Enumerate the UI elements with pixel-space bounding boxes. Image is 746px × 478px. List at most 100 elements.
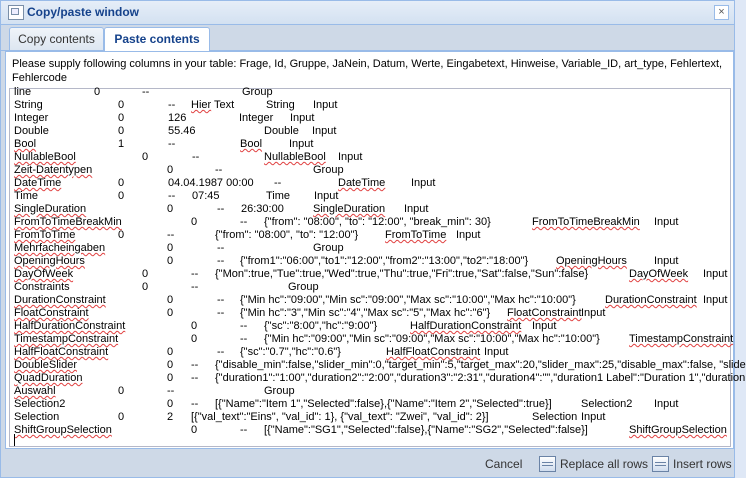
paste-cell: DurationConstraint — [605, 294, 697, 306]
paste-cell: OpeningHours — [14, 255, 85, 267]
paste-cell: Group — [242, 86, 273, 98]
paste-cell: 0 — [167, 346, 174, 358]
paste-cell: Bool — [14, 138, 37, 150]
paste-cell: 0 — [118, 112, 125, 124]
paste-cell: Input — [312, 125, 337, 137]
paste-cell: Integer — [14, 112, 49, 124]
paste-cell: Input — [581, 307, 606, 319]
paste-cell: 0 — [167, 398, 174, 410]
table-replace-icon — [539, 456, 556, 472]
paste-cell: Selection — [14, 411, 60, 423]
paste-cell: 0 — [94, 86, 101, 98]
replace-label: Replace all rows — [560, 457, 649, 471]
window-title: Copy/paste window — [27, 5, 140, 19]
paste-cell: Selection — [532, 411, 578, 423]
paste-cell: FloatConstraint — [14, 307, 89, 319]
paste-cell: 26:30:00 — [241, 203, 284, 215]
paste-cell: {"from": "08:00", "to": "12:00", "break_… — [264, 216, 491, 228]
paste-cell: 04.04.1987 00:00 — [168, 177, 254, 189]
paste-cell: HalfFloatConstraint — [14, 346, 109, 358]
text-caret — [14, 434, 15, 446]
paste-cell: -- — [240, 333, 248, 345]
paste-cell: 0 — [142, 268, 149, 280]
window-icon — [8, 5, 24, 20]
paste-cell: -- — [168, 99, 176, 111]
paste-cell: Double — [14, 125, 49, 137]
paste-cell: -- — [215, 164, 223, 176]
paste-cell: {"disable_min":false,"slider_min":0,"tar… — [215, 359, 746, 371]
paste-cell: FromToTimeBreakMin — [14, 216, 122, 228]
cancel-label: Cancel — [485, 457, 523, 471]
paste-cell: FromToTimeBreakMin — [532, 216, 640, 228]
paste-cell: -- — [217, 294, 225, 306]
paste-cell: Input — [484, 346, 509, 358]
paste-cell: Bool — [240, 138, 263, 150]
tab-copy-contents[interactable]: Copy contents — [9, 27, 104, 50]
paste-cell: Input — [338, 151, 363, 163]
paste-cell: TimestampConstraint — [14, 333, 119, 345]
paste-cell: DurationConstraint — [14, 294, 106, 306]
paste-cell: 0 — [167, 242, 174, 254]
paste-cell: -- — [191, 372, 199, 384]
paste-cell: HalfDurationConstraint — [14, 320, 126, 332]
paste-cell: {"sc":"8:00","hc":"9:00"} — [264, 320, 378, 332]
paste-cell: Text — [214, 99, 235, 111]
replace-all-rows-button[interactable]: Replace all rows — [539, 455, 648, 473]
paste-cell: QuadDuration — [14, 372, 83, 384]
paste-cell: {"from": "08:00", "to": "12:00"} — [215, 229, 359, 241]
paste-cell: 0 — [118, 125, 125, 137]
paste-cell: Constraints — [14, 281, 70, 293]
paste-cell: DoubleSlider — [14, 359, 77, 371]
paste-cell: ShiftGroupSelection — [14, 424, 112, 436]
paste-cell: 0 — [118, 411, 125, 423]
paste-cell: [{"Name":"Item 1","Selected":false},{"Na… — [215, 398, 552, 410]
paste-cell: line — [14, 86, 32, 98]
paste-cell: 0 — [118, 190, 125, 202]
tab-paste-contents[interactable]: Paste contents — [104, 27, 210, 51]
close-icon[interactable]: × — [714, 5, 729, 20]
paste-cell: 0 — [167, 255, 174, 267]
paste-cell: -- — [217, 307, 225, 319]
paste-cell: Hier — [191, 99, 212, 111]
paste-cell: -- — [167, 385, 175, 397]
paste-cell: {"Min hc":"3","Min sc":"4","Max sc":"5",… — [240, 307, 491, 319]
paste-cell: {"Mon":true,"Tue":true,"Wed":true,"Thu":… — [215, 268, 589, 280]
paste-cell: TimestampConstraint — [629, 333, 734, 345]
paste-cell: -- — [168, 138, 176, 150]
paste-cell: Time — [14, 190, 39, 202]
paste-cell: 55.46 — [168, 125, 196, 137]
paste-cell: FromToTime — [14, 229, 76, 241]
paste-cell: HalfDurationConstraint — [410, 320, 522, 332]
window-titlebar[interactable]: Copy/paste window × — [1, 1, 734, 25]
paste-cell: {"duration1":"1:00","duration2":"2:00","… — [215, 372, 746, 384]
paste-cell: Input — [532, 320, 557, 332]
paste-cell: {"sc":"0.7","hc":"0.6"} — [240, 346, 341, 358]
paste-cell: -- — [217, 242, 225, 254]
paste-cell: -- — [240, 320, 248, 332]
paste-cell: -- — [240, 216, 248, 228]
paste-cell: Input — [456, 229, 481, 241]
insert-label: Insert rows — [673, 457, 732, 471]
paste-cell: 0 — [118, 99, 125, 111]
insert-rows-button[interactable]: Insert rows — [652, 455, 732, 473]
paste-cell: [{"Name":"SG1","Selected":false},{"Name"… — [264, 424, 588, 436]
paste-cell: Input — [404, 203, 429, 215]
paste-cell: 0 — [167, 203, 174, 215]
paste-cell: -- — [191, 281, 199, 293]
paste-cell: Input — [290, 112, 315, 124]
paste-cell: SingleDuration — [14, 203, 87, 215]
paste-cell: 0 — [167, 307, 174, 319]
paste-cell: -- — [217, 255, 225, 267]
paste-cell: Group — [313, 242, 344, 254]
paste-cell: Input — [654, 398, 679, 410]
table-insert-icon — [652, 456, 669, 472]
paste-cell: {"from1":"06:00","to1":"12:00","from2":"… — [240, 255, 529, 267]
cancel-button[interactable]: Cancel — [485, 455, 522, 473]
paste-cell: Auswahl — [14, 385, 56, 397]
paste-cell: FloatConstraint — [507, 307, 582, 319]
paste-cell: -- — [217, 203, 225, 215]
paste-cell: DayOfWeek — [14, 268, 74, 280]
paste-cell: SingleDuration — [313, 203, 386, 215]
